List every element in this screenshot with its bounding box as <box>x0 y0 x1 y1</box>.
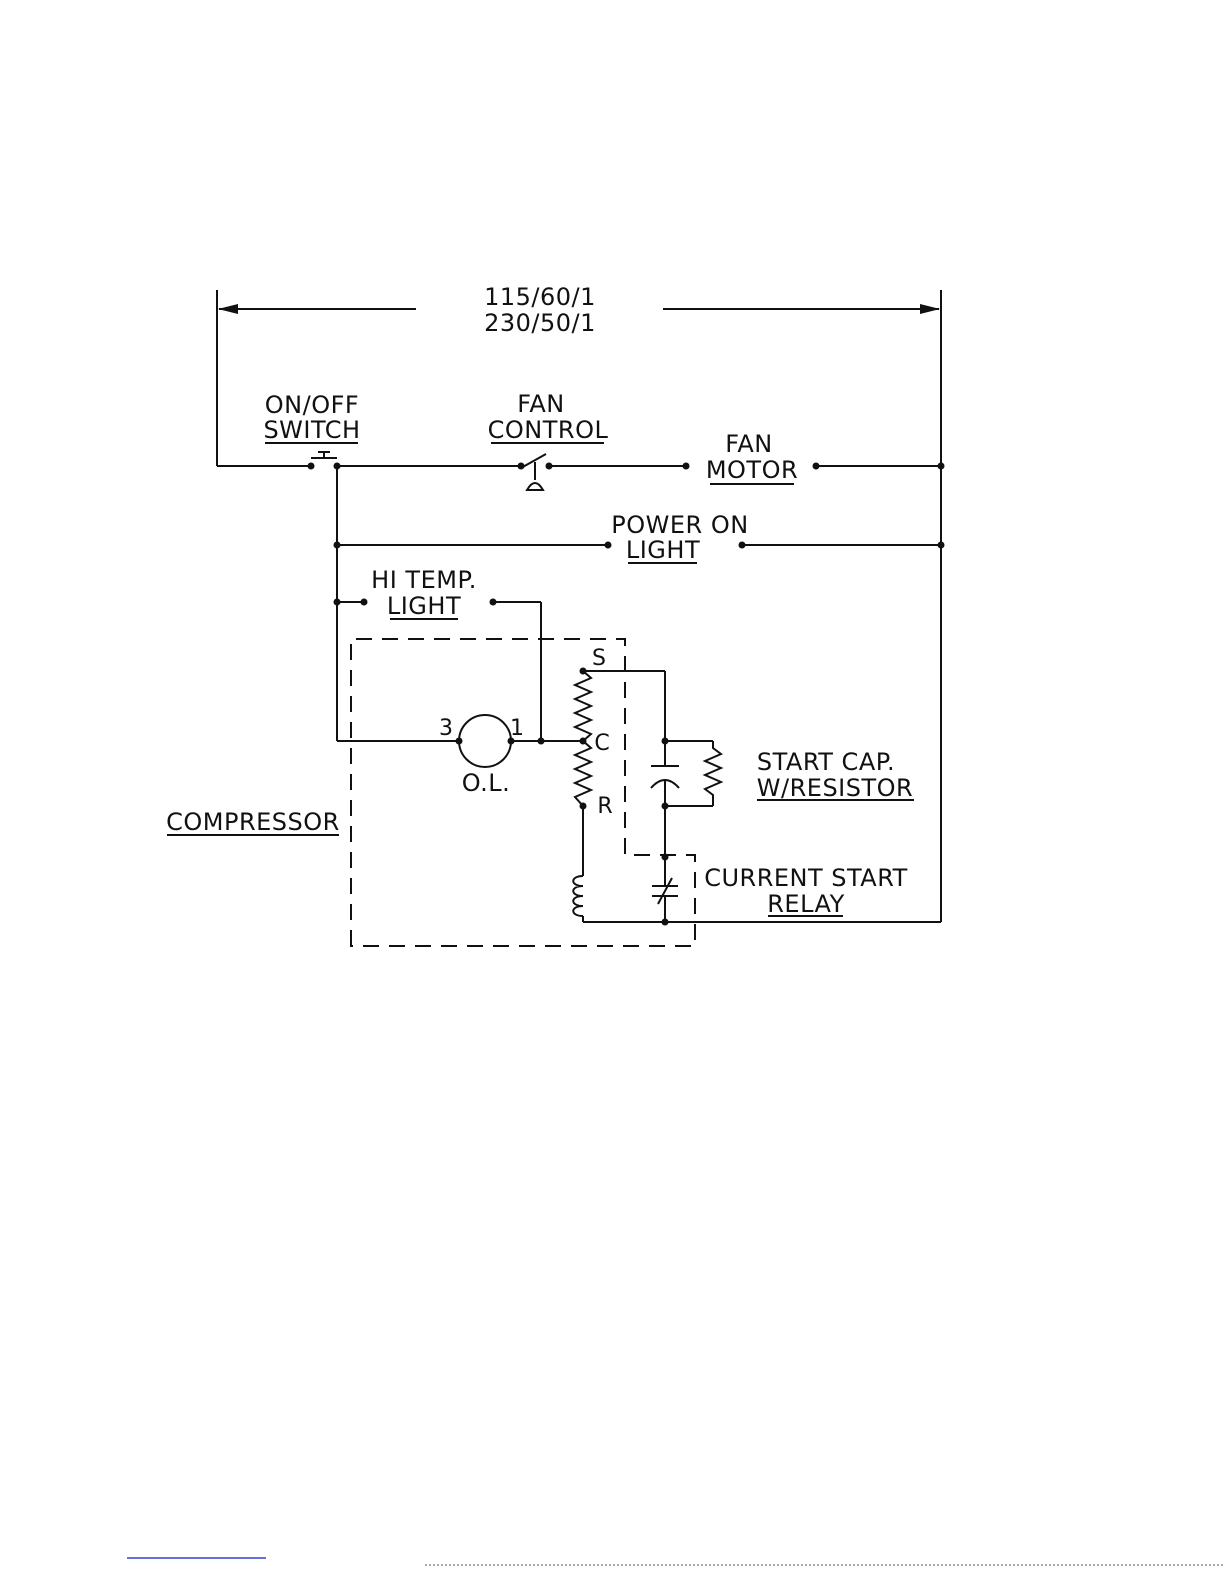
ol-label: O.L. <box>462 769 511 797</box>
terminal-c: C <box>594 731 609 756</box>
compressor-boundary: COMPRESSOR <box>166 639 695 946</box>
switch-label-1: ON/OFF <box>265 391 359 419</box>
fan-motor-label-2: MOTOR <box>706 456 798 484</box>
fan-motor-label-1: FAN <box>725 430 772 458</box>
hi-temp-label-2: LIGHT <box>387 592 461 620</box>
power-on-light: POWER ON LIGHT <box>337 511 941 564</box>
supply-voltage-1: 115/60/1 <box>484 283 596 311</box>
start-cap-label-1: START CAP. <box>757 748 895 776</box>
start-capacitor <box>651 741 679 806</box>
ol-pin-1: 1 <box>510 716 524 741</box>
switch-label-2: SWITCH <box>263 416 360 444</box>
ol-pin-3: 3 <box>439 716 453 741</box>
start-cap-resistor: START CAP. W/RESISTOR <box>705 741 914 806</box>
junction <box>938 463 945 470</box>
overload-protector: 3 1 O.L. <box>337 715 580 797</box>
relay-label-1: CURRENT START <box>704 864 908 892</box>
fan-motor: FAN MOTOR <box>683 430 820 484</box>
fan-control-thermostat: FAN CONTROL <box>488 390 609 490</box>
fan-control-label-1: FAN <box>517 390 564 418</box>
supply-voltage-2: 230/50/1 <box>484 309 596 337</box>
relay-label-2: RELAY <box>767 890 844 918</box>
power-light-label-1: POWER ON <box>611 511 748 539</box>
power-light-label-2: LIGHT <box>626 536 700 564</box>
start-cap-label-2: W/RESISTOR <box>757 774 913 802</box>
on-off-switch: ON/OFF SWITCH <box>263 391 360 470</box>
footer-marks <box>127 1558 1225 1565</box>
terminal-r: R <box>597 794 612 819</box>
left-arrow-head <box>218 304 238 314</box>
compressor-label: COMPRESSOR <box>166 808 340 836</box>
right-arrow-head <box>920 304 940 314</box>
relay-contacts: CURRENT START RELAY <box>652 806 908 922</box>
hi-temp-label-1: HI TEMP. <box>371 566 477 594</box>
hi-temp-light: HI TEMP. LIGHT <box>337 566 541 741</box>
fan-control-label-2: CONTROL <box>488 416 609 444</box>
terminal-s: S <box>592 646 606 671</box>
